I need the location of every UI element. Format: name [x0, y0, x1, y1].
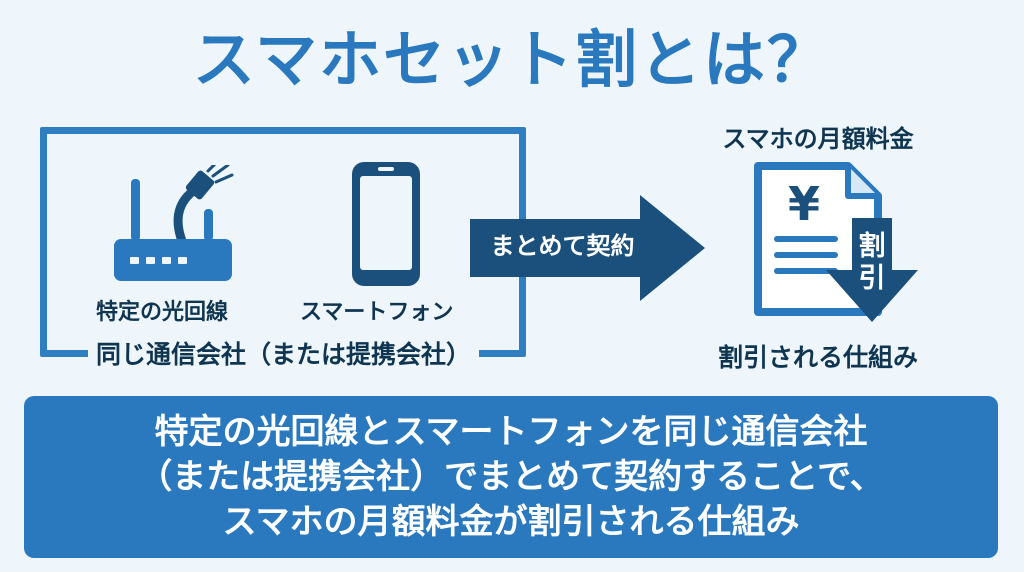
- router-icon: [114, 165, 234, 281]
- discount-char-wari: 割: [858, 231, 886, 262]
- smartphone-label: スマートフォン: [300, 300, 454, 325]
- bundle-contract-label: まとめて契約: [490, 232, 635, 260]
- yen-document-icon: ¥: [754, 162, 918, 322]
- smartphone-icon: [352, 162, 420, 286]
- discount-mechanism-label: 割引される仕組み: [717, 343, 918, 372]
- discount-char-biki: 引: [858, 263, 886, 294]
- summary-banner: 特定の光回線とスマートフォンを同じ通信会社 （または提携会社）でまとめて契約する…: [24, 396, 998, 558]
- monthly-fee-title: スマホの月額料金: [722, 125, 914, 153]
- summary-line: スマホの月額料金が割引される仕組み: [222, 502, 800, 542]
- same-carrier-label: 同じ通信会社（または提携会社）: [88, 337, 480, 373]
- summary-line: 特定の光回線とスマートフォンを同じ通信会社: [154, 412, 868, 452]
- yen-symbol: ¥: [788, 177, 820, 231]
- page-title: スマホセット割とは？: [192, 23, 832, 96]
- fiber-line-label: 特定の光回線: [96, 300, 229, 325]
- contract-arrow: [470, 195, 705, 301]
- summary-line: （または提携会社）でまとめて契約することで、: [138, 457, 884, 497]
